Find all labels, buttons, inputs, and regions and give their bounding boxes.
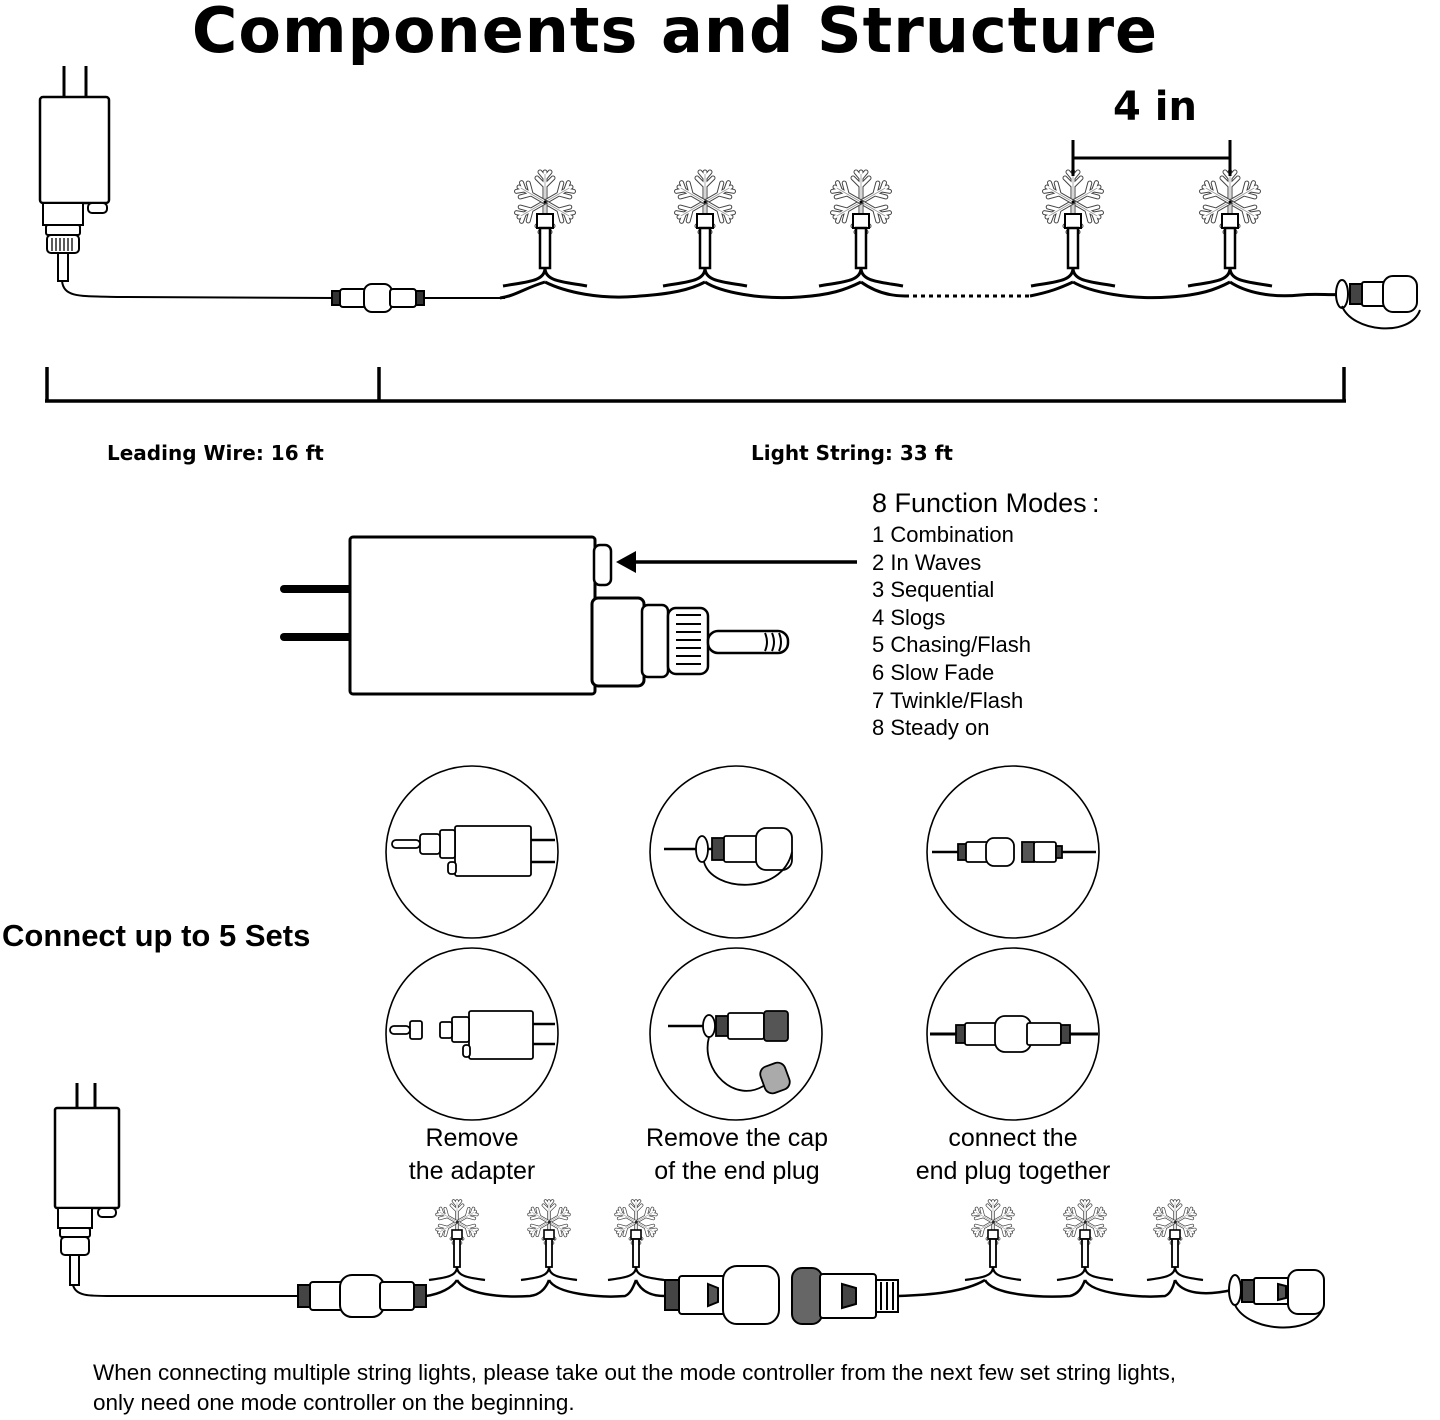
connection-note: When connecting multiple string lights, … — [93, 1358, 1176, 1418]
step-1-caption: Remove the adapter — [342, 1122, 602, 1188]
adapter-icon — [38, 66, 111, 282]
end-plug-icon-bottom — [1228, 1269, 1325, 1329]
snowflake-bulb-icon — [819, 172, 903, 286]
light-string-wire-end — [1029, 280, 1346, 300]
bulb-spacing-label: 4 in — [1113, 84, 1197, 130]
end-plug-cap-removed-icon — [668, 1010, 791, 1095]
snowflake-bulb-icon — [1031, 172, 1115, 286]
end-plug-capped-icon — [664, 827, 793, 886]
step-3-caption-line-1: connect the — [948, 1124, 1078, 1152]
function-modes-heading: 8 Function Modes : — [872, 488, 1100, 518]
connector-icon — [331, 283, 505, 313]
mode-item: 6 Slow Fade — [872, 659, 995, 685]
light-string-length-label: Light String: 33 ft — [751, 441, 953, 465]
mode-controller-icon — [280, 535, 790, 696]
controller-with-adapter-icon — [391, 825, 555, 877]
connection-note-line-1: When connecting multiple string lights, … — [93, 1360, 1177, 1385]
connection-note-line-2: only need one mode controller on the beg… — [93, 1390, 575, 1415]
snowflake-bulb-icon — [429, 1201, 485, 1280]
step-2-circle-bottom — [649, 947, 823, 1121]
mode-button-pointer-arrow — [616, 551, 857, 573]
light-string-wire-bottom-1 — [425, 1279, 666, 1298]
mode-item: 5 Chasing/Flash — [872, 632, 1031, 658]
mode-item: 4 Slogs — [872, 604, 946, 630]
adapter-icon-bottom — [53, 1083, 121, 1286]
mode-item: 3 Sequential — [872, 577, 995, 603]
step-3-circle-bottom — [926, 947, 1100, 1121]
step-2-caption-line-1: Remove the cap — [645, 1124, 829, 1152]
step-3-caption: connect the end plug together — [883, 1122, 1143, 1188]
plugs-apart-icon — [932, 837, 1096, 867]
step-1-caption-line-2: the adapter — [408, 1157, 536, 1185]
connector-icon-bottom — [297, 1274, 427, 1318]
snowflake-bulb-icon — [503, 172, 587, 286]
function-modes-list: 8 Function Modes : 1 Combination 2 In Wa… — [872, 488, 1100, 742]
page-title: Components and Structure — [191, 0, 1159, 67]
step-2-caption-line-2: of the end plug — [654, 1157, 820, 1185]
leading-wire-bottom — [72, 1284, 300, 1298]
plug-cap-icon — [791, 1267, 899, 1325]
leading-wire — [61, 280, 336, 299]
step-1-caption-line-1: Remove — [425, 1124, 519, 1152]
controller-adapter-removed-icon — [389, 1010, 555, 1060]
step-3-circle-top — [926, 765, 1100, 939]
snowflake-bulb-icon — [965, 1201, 1021, 1280]
mode-item: 8 Steady on — [872, 715, 990, 741]
snowflake-bulb-icon — [521, 1201, 577, 1280]
mode-item: 7 Twinkle/Flash — [872, 687, 1024, 713]
step-3-caption-line-2: end plug together — [915, 1157, 1111, 1185]
mode-item: 2 In Waves — [872, 549, 982, 575]
plugs-connected-icon — [930, 1015, 1098, 1053]
step-1-circle-top — [385, 765, 559, 939]
step-1-circle-bottom — [385, 947, 559, 1121]
snowflake-bulb-icon — [1147, 1201, 1203, 1280]
length-dimension-bar — [45, 367, 1346, 403]
snowflake-bulb-icon — [663, 172, 747, 286]
light-string-wire-bottom-2 — [897, 1278, 1233, 1298]
spacing-bracket — [1071, 140, 1232, 176]
snowflake-bulb-icon — [1188, 172, 1272, 286]
snowflake-bulb-icon — [608, 1201, 664, 1280]
end-plug-uncapped-icon — [664, 1265, 780, 1325]
step-2-circle-top — [649, 765, 823, 939]
light-string-wire — [499, 280, 906, 300]
snowflake-bulb-icon — [1057, 1201, 1113, 1280]
step-2-caption: Remove the cap of the end plug — [607, 1122, 867, 1188]
leading-wire-length-label: Leading Wire: 16 ft — [107, 441, 324, 465]
end-plug-icon — [1335, 275, 1421, 330]
mode-item: 1 Combination — [872, 522, 1014, 547]
connect-sets-heading: Connect up to 5 Sets — [2, 918, 311, 953]
